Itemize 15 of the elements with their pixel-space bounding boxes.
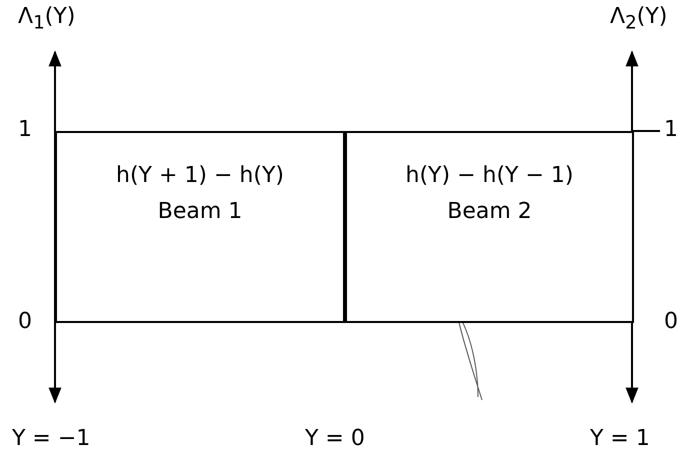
tick-label: 0 <box>18 311 32 333</box>
tick-label: 1 <box>18 119 32 141</box>
coordinate-label: Y = 0 <box>305 428 365 450</box>
beam-box <box>345 131 634 323</box>
beam-box <box>55 131 345 323</box>
axis-label: Λ$_{2}$(Y) <box>610 6 668 33</box>
coordinate-label: Y = 1 <box>590 428 650 450</box>
tick-label: 1 <box>664 119 678 141</box>
beam-label: Beam 2 <box>446 199 533 224</box>
coordinate-label: Y = −1 <box>12 428 90 450</box>
formula-text: h(Y + 1) − h(Y) <box>115 163 285 188</box>
tick-label: 0 <box>664 311 678 333</box>
formula-text: h(Y) − h(Y − 1) <box>404 163 574 188</box>
beam-label: Beam 1 <box>156 199 244 224</box>
axis-label: Λ$_{1}$(Y) <box>18 6 76 33</box>
